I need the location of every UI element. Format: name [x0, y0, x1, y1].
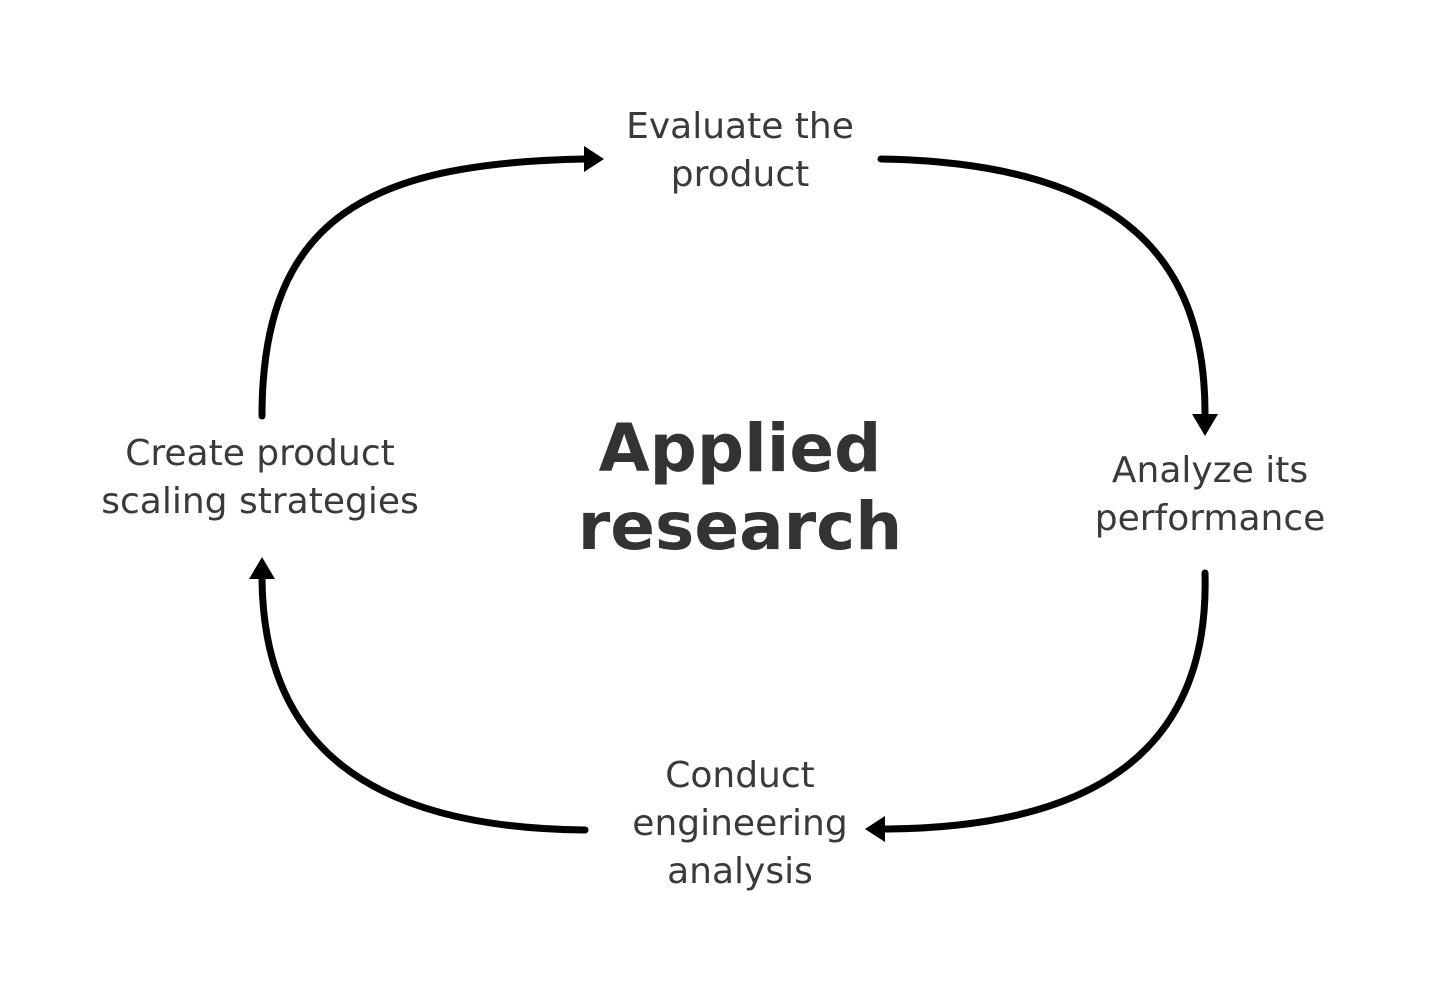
arrow-evaluate-to-analyze [877, 155, 1209, 419]
step-evaluate-product: Evaluate the product [560, 103, 920, 199]
step-analyze-performance: Analyze its performance [1030, 447, 1390, 543]
center-title: Applied research [490, 410, 990, 566]
center-title-line: Applied [598, 410, 882, 487]
arrow-conduct-to-create [258, 574, 589, 834]
arrow-create-to-evaluate [258, 155, 589, 420]
step-line: engineering [632, 803, 848, 844]
center-title-line: research [577, 488, 903, 565]
step-conduct-analysis: Conduct engineering analysis [560, 752, 920, 896]
step-line: analysis [667, 851, 813, 892]
step-line: Create product [125, 433, 395, 474]
arrowhead-left [865, 816, 885, 842]
arrowhead-right [584, 146, 604, 172]
step-line: Analyze its [1111, 450, 1309, 491]
arrow-analyze-to-conduct [880, 569, 1209, 833]
step-line: performance [1094, 498, 1326, 539]
step-create-strategies: Create product scaling strategies [60, 430, 460, 526]
step-line: Conduct [665, 755, 815, 796]
arrowhead-down [1192, 414, 1218, 436]
step-line: scaling strategies [101, 481, 419, 522]
step-line: product [670, 154, 810, 195]
step-line: Evaluate the [626, 106, 854, 147]
arrowhead-up [249, 557, 275, 579]
